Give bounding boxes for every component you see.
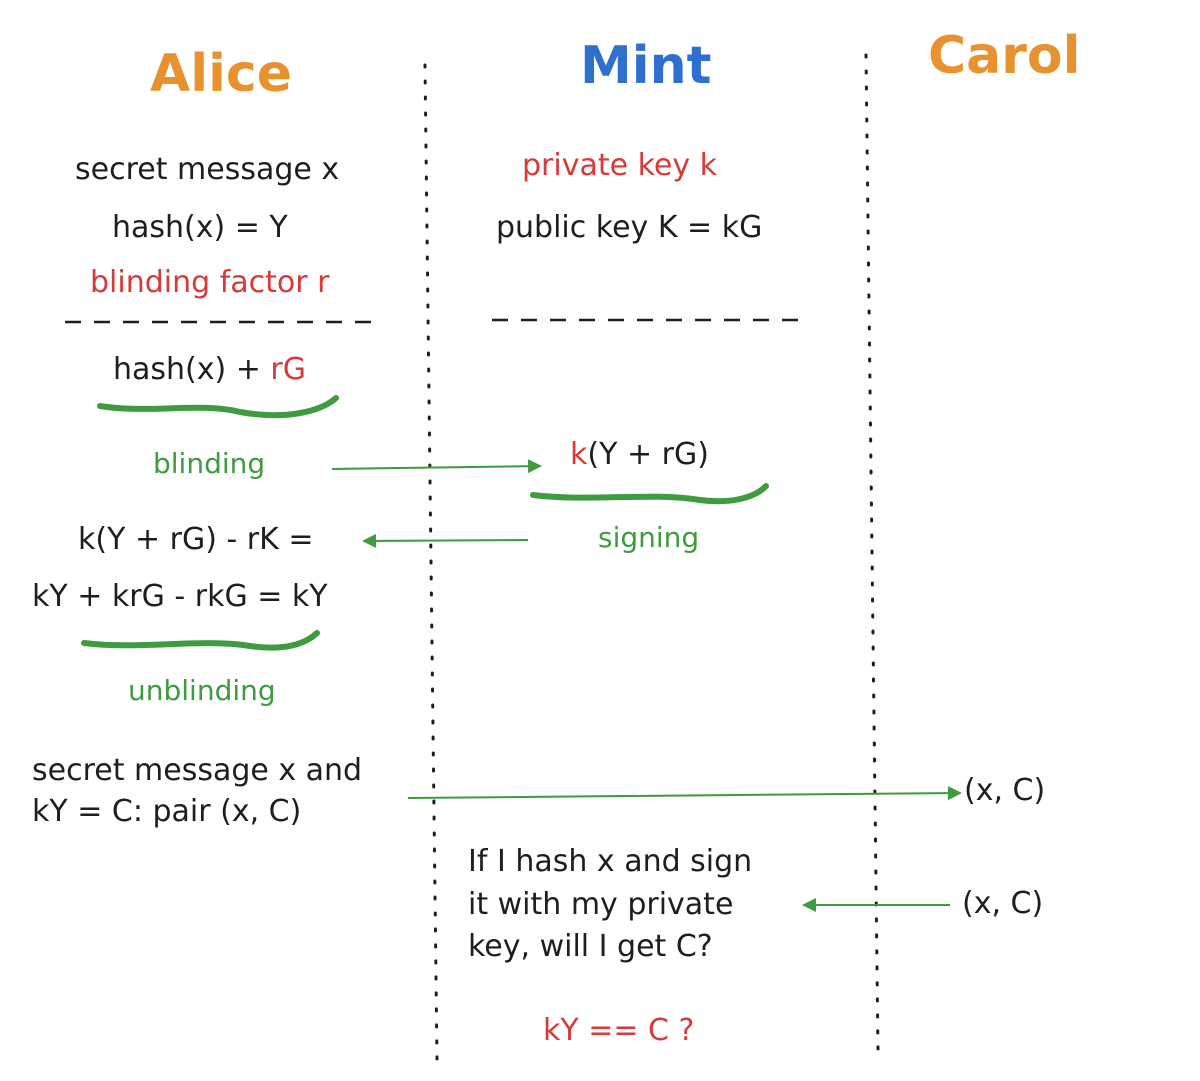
alice-blinding-factor: blinding factor r bbox=[90, 265, 330, 300]
mint-question-line1: If I hash x and sign bbox=[468, 844, 753, 879]
alice-unblind-line2: kY + krG - rkG = kY bbox=[32, 579, 328, 614]
underline-signing bbox=[530, 483, 769, 505]
arrow-signed-to-alice bbox=[362, 533, 529, 548]
signed-rest-term: (Y + rG) bbox=[587, 437, 709, 472]
alice-pair-line1: secret message x and bbox=[32, 753, 363, 788]
carol-received-pair: (x, C) bbox=[964, 773, 1046, 808]
header-carol: Carol bbox=[928, 26, 1081, 86]
blinded-rg-term: rG bbox=[270, 352, 307, 387]
mint-public-key: public key K = kG bbox=[496, 210, 763, 245]
mint-verification-check: kY == C ? bbox=[543, 1013, 695, 1048]
alice-secret-message: secret message x bbox=[75, 152, 340, 187]
arrow-pair-to-carol bbox=[407, 786, 962, 801]
label-unblinding: unblinding bbox=[128, 674, 276, 707]
arrow-blinded-to-mint bbox=[331, 459, 542, 474]
alice-blinded-message: hash(x) + rG bbox=[113, 355, 306, 385]
blinded-hash-term: hash(x) + bbox=[113, 352, 271, 387]
header-alice: Alice bbox=[150, 44, 292, 104]
carol-sent-pair: (x, C) bbox=[962, 886, 1044, 921]
separator-mint-carol bbox=[864, 53, 880, 1052]
label-blinding: blinding bbox=[153, 447, 266, 480]
mint-question-line2: it with my private bbox=[468, 887, 734, 922]
separator-alice-mint bbox=[423, 63, 439, 1062]
label-signing: signing bbox=[598, 521, 700, 554]
mint-signed-message: k(Y + rG) bbox=[570, 440, 709, 470]
mint-question-line3: key, will I get C? bbox=[468, 929, 713, 964]
underline-blinding bbox=[97, 395, 339, 419]
signed-k-term: k bbox=[570, 437, 588, 472]
underline-unblinding bbox=[81, 630, 320, 651]
alice-unblind-line1: k(Y + rG) - rK = bbox=[78, 522, 314, 557]
header-mint: Mint bbox=[580, 36, 712, 96]
alice-pair-line2: kY = C: pair (x, C) bbox=[32, 794, 302, 829]
alice-hash: hash(x) = Y bbox=[112, 210, 288, 245]
mint-private-key: private key k bbox=[522, 148, 718, 183]
